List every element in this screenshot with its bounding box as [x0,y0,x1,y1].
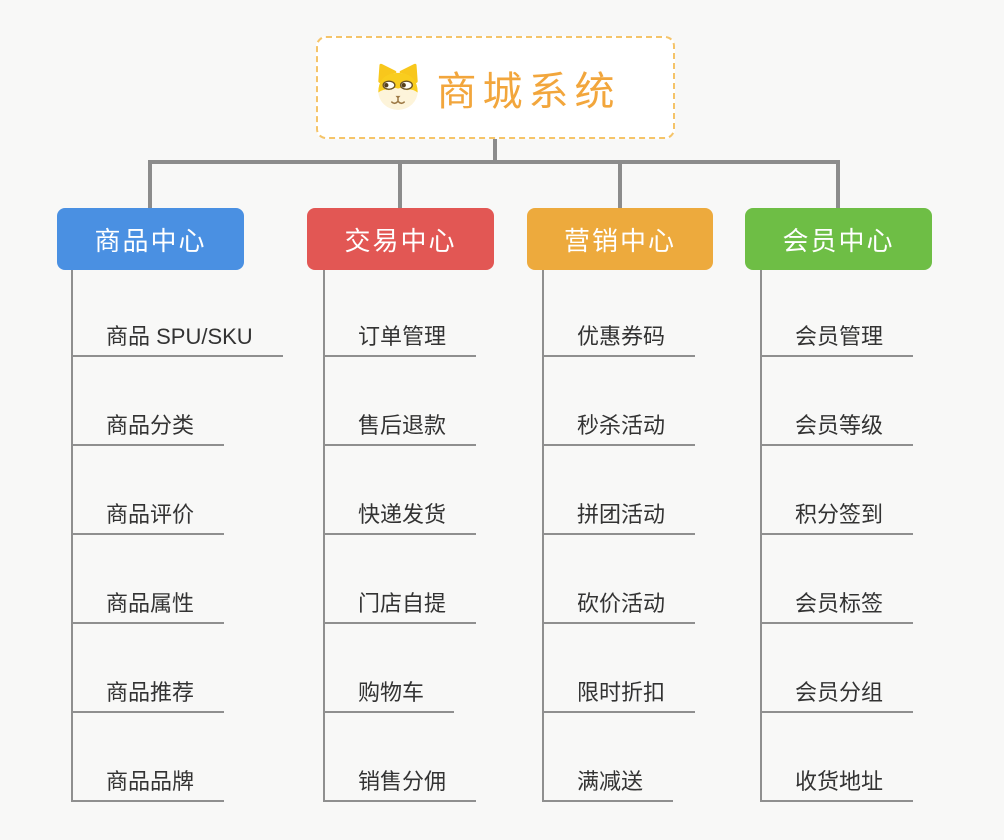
node-product-attribute[interactable]: 商品属性 [71,578,225,624]
branch-trade-center[interactable]: 交易中心 [307,208,494,270]
node-shipping-address[interactable]: 收货地址 [760,756,914,802]
branch-member-center[interactable]: 会员中心 [745,208,932,270]
node-product-category[interactable]: 商品分类 [71,400,225,446]
node-order-management[interactable]: 订单管理 [323,311,477,357]
node-product-review[interactable]: 商品评价 [71,489,225,535]
connector-stub-product [148,160,152,208]
branch-marketing-center[interactable]: 营销中心 [527,208,713,270]
node-product-recommend[interactable]: 商品推荐 [71,667,225,713]
tree-line-member [760,270,762,802]
node-shopping-cart[interactable]: 购物车 [323,667,455,713]
node-member-management[interactable]: 会员管理 [760,311,914,357]
node-full-reduction[interactable]: 满减送 [542,756,674,802]
root-title: 商城系统 [436,69,621,114]
node-group-buy[interactable]: 拼团活动 [542,489,696,535]
root-node[interactable]: 商城系统 [316,36,675,139]
tree-line-product [71,270,73,802]
node-product-spu-sku[interactable]: 商品 SPU/SKU [71,311,283,357]
node-store-pickup[interactable]: 门店自提 [323,578,477,624]
node-express-shipping[interactable]: 快递发货 [323,489,477,535]
node-points-checkin[interactable]: 积分签到 [760,489,914,535]
node-aftersale-refund[interactable]: 售后退款 [323,400,477,446]
dog-face-icon [371,61,425,115]
node-flash-sale[interactable]: 秒杀活动 [542,400,696,446]
connector-stub-trade [398,160,402,208]
node-member-group[interactable]: 会员分组 [760,667,914,713]
node-product-brand[interactable]: 商品品牌 [71,756,225,802]
node-member-tag[interactable]: 会员标签 [760,578,914,624]
connector-stub-member [836,160,840,208]
tree-line-marketing [542,270,544,802]
tree-line-trade [323,270,325,802]
node-member-level[interactable]: 会员等级 [760,400,914,446]
connector-horizontal [150,160,840,164]
node-limited-time-discount[interactable]: 限时折扣 [542,667,696,713]
branch-product-center[interactable]: 商品中心 [57,208,244,270]
connector-stub-marketing [618,160,622,208]
node-coupon-code[interactable]: 优惠券码 [542,311,696,357]
node-sales-commission[interactable]: 销售分佣 [323,756,477,802]
node-bargain-activity[interactable]: 砍价活动 [542,578,696,624]
connector-root-vertical [493,139,497,163]
